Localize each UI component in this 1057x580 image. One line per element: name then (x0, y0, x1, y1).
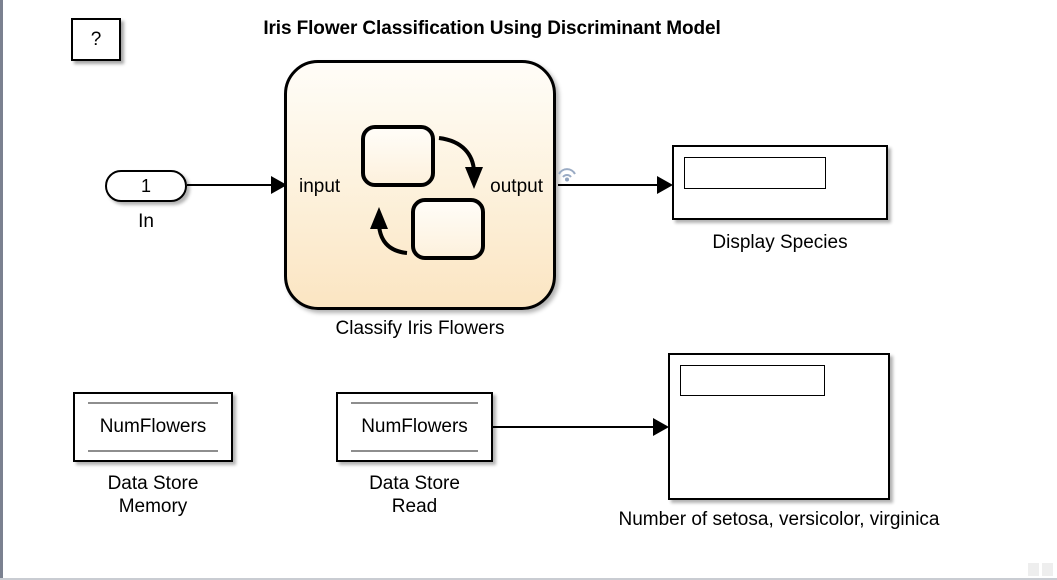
data-store-memory-rule-bottom (88, 450, 218, 452)
help-button-label: ? (90, 28, 102, 50)
corner-watermark (1028, 563, 1053, 576)
chart-output-port-label: output (490, 176, 543, 197)
arrowhead-display-species-input (657, 176, 673, 194)
stateflow-state-lower (411, 198, 485, 260)
display-species-value (684, 157, 826, 189)
signal-line-read-to-display[interactable] (493, 426, 658, 428)
data-store-memory-caption: Data Store Memory (107, 473, 199, 518)
inport-block[interactable]: 1 (105, 170, 187, 202)
inport-caption: In (138, 211, 154, 232)
data-store-read-rule-top (351, 402, 478, 404)
canvas-bottom-border (0, 578, 1057, 580)
data-store-read-caption: Data Store Read (369, 473, 460, 518)
display-counts-value (680, 365, 825, 396)
signal-line-inport-to-chart[interactable] (187, 184, 273, 186)
data-store-read-rule-bottom (351, 450, 478, 452)
help-button[interactable]: ? (71, 18, 121, 61)
display-counts-caption: Number of setosa, versicolor, virginica (618, 509, 940, 530)
data-store-memory-rule-top (88, 402, 218, 404)
data-store-read-block[interactable]: NumFlowers (336, 392, 493, 462)
display-species-caption: Display Species (712, 232, 848, 253)
stateflow-chart-block[interactable]: input output (284, 60, 556, 310)
chart-input-port-label: input (299, 176, 341, 197)
data-store-read-name: NumFlowers (361, 416, 468, 437)
data-store-memory-name: NumFlowers (99, 416, 207, 437)
canvas-left-border (0, 0, 3, 580)
signal-line-chart-to-display[interactable] (558, 184, 662, 186)
arrowhead-display-counts-input (653, 418, 669, 436)
display-species-block[interactable] (672, 145, 888, 220)
display-counts-block[interactable] (668, 353, 890, 500)
inport-number: 1 (140, 175, 151, 196)
model-title: Iris Flower Classification Using Discrim… (263, 18, 721, 39)
signal-logging-icon (558, 168, 576, 182)
arrowhead-chart-input (271, 176, 287, 194)
data-store-memory-block[interactable]: NumFlowers (73, 392, 233, 462)
chart-caption: Classify Iris Flowers (335, 318, 505, 339)
stateflow-state-upper (361, 125, 435, 187)
